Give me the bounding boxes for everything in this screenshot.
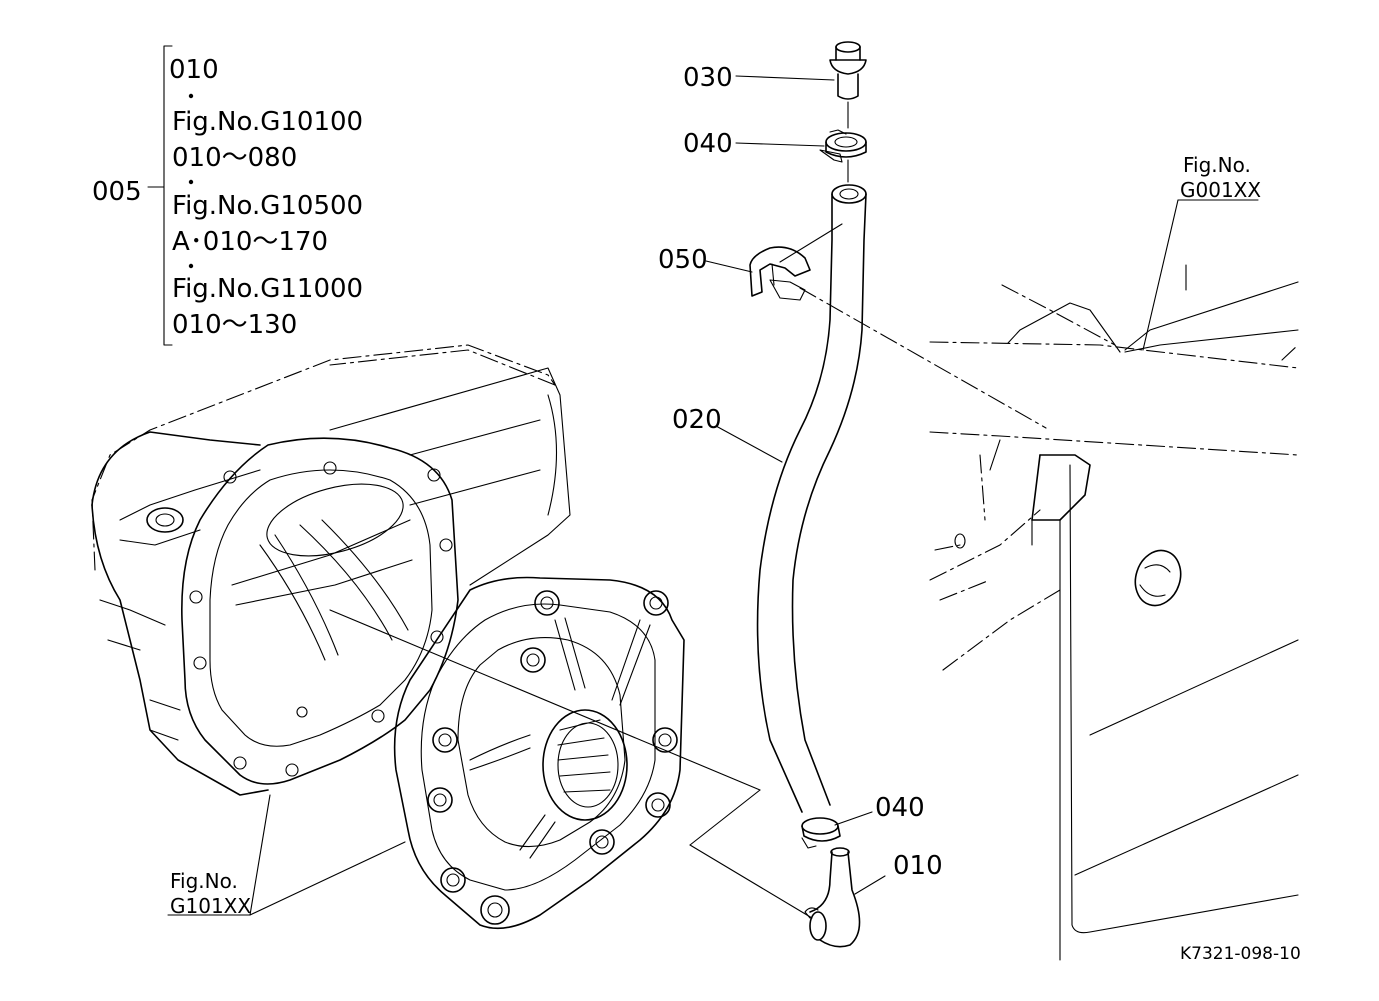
label-020: 020 [672,405,722,435]
fig-ref-left-line1: Fig.No. [170,869,238,893]
fig-ref-right-line2: G001XX [1180,178,1261,202]
label-040-top: 040 [683,129,733,159]
label-005: 005 [92,177,142,207]
label-010: 010 [893,851,943,881]
hose-assembly [749,41,867,948]
transmission-housing [91,344,571,796]
fig-ref-right-line1: Fig.No. [1183,153,1251,177]
fig-ref-left-line2: G101XX [170,894,251,918]
label-030: 030 [683,63,733,93]
leader-lines [167,75,1259,919]
drawing-id: K7321-098-10 [1180,944,1301,964]
gear-case-cover [393,576,685,930]
tank-frame [929,264,1299,961]
fig-range-g10500: A･010～170 [172,227,328,257]
fig-range-g11000: 010～130 [172,310,297,340]
label-040-bottom: 040 [875,793,925,823]
label-050: 050 [658,245,708,275]
fig-ref-g10100: Fig.No.G10100 [172,107,363,137]
reference-bracket: 005 010 Fig.No.G10100 010～080 Fig.No.G10… [92,45,363,346]
fig-range-g10100: 010～080 [172,143,297,173]
part-labels: 030 040 050 020 040 010 Fig.No. G001XX F… [170,63,1301,964]
fig-ref-g10500: Fig.No.G10500 [172,191,363,221]
fig-ref-g11000: Fig.No.G11000 [172,274,363,304]
label-010-ref: 010 [169,55,219,85]
